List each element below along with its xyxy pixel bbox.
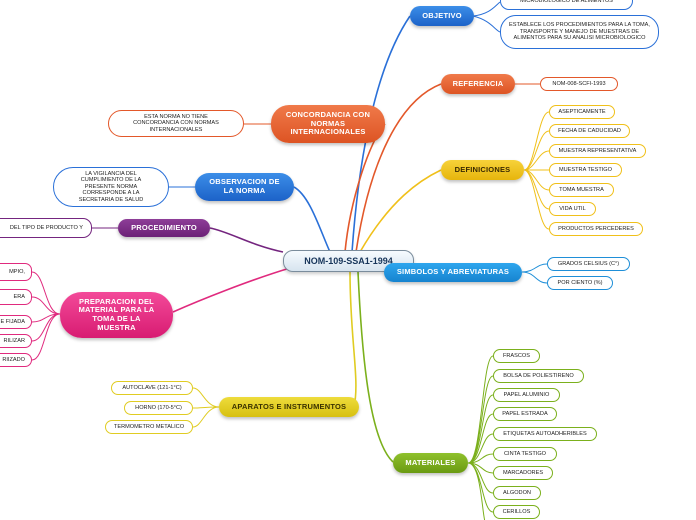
topic-referencia[interactable]: REFERENCIA <box>441 74 515 94</box>
definiciones-item-7[interactable]: PRODUCTOS PERCEDERES <box>549 222 643 236</box>
materiales-item-9[interactable]: CERILLOS <box>493 505 540 519</box>
referencia-item-1[interactable]: NOM-008-SCFI-1993 <box>540 77 618 91</box>
topic-procedimiento[interactable]: PROCEDIMIENTO <box>118 219 210 237</box>
preparacion-item-2[interactable]: ERA <box>0 289 32 305</box>
materiales-item-4[interactable]: PAPEL ESTRADA <box>493 407 557 421</box>
materiales-item-6[interactable]: CINTA TESTIGO <box>493 447 557 461</box>
connector-procedimiento <box>209 227 284 253</box>
definiciones-item-1[interactable]: ASEPTICAMENTE <box>549 105 615 119</box>
preparacion-item-1[interactable]: MPIO, <box>0 263 32 281</box>
simbolos-item-2[interactable]: POR CIENTO (%) <box>547 276 613 290</box>
topic-objetivo[interactable]: OBJETIVO <box>410 6 474 26</box>
topic-definiciones[interactable]: DEFINICIONES <box>441 160 524 180</box>
connector-aparatos-items <box>192 387 220 428</box>
connector-observacion <box>293 186 331 253</box>
materiales-item-7[interactable]: MARCADORES <box>493 466 553 480</box>
simbolos-item-1[interactable]: GRADOS CELSIUS (C°) <box>547 257 630 271</box>
procedimiento-item-1[interactable]: DEL TIPO DE PRODUCTO Y <box>0 218 92 238</box>
topic-preparacion-del-material[interactable]: PREPARACION DEL MATERIAL PARA LA TOMA DE… <box>60 292 173 338</box>
topic-simbolos-y-abreviaturas[interactable]: SIMBOLOS Y ABREVIATURAS <box>384 263 522 282</box>
objetivo-item-2[interactable]: ESTABLECE LOS PROCEDIMIENTOS PARA LA TOM… <box>500 15 659 49</box>
topic-aparatos-e-instrumentos[interactable]: APARATOS E INSTRUMENTOS <box>219 397 359 417</box>
connector-definiciones-items <box>523 111 550 230</box>
connector-materiales-items <box>467 355 494 520</box>
topic-materiales[interactable]: MATERIALES <box>393 453 468 473</box>
materiales-item-2[interactable]: BOLSA DE POLIESTIRENO <box>493 369 584 383</box>
aparatos-item-3[interactable]: TERMOMETRO METALICO <box>105 420 193 434</box>
materiales-item-8[interactable]: ALGODON <box>493 486 541 500</box>
materiales-item-3[interactable]: PAPEL ALUMINIO <box>493 388 560 402</box>
connector-preparacion-items <box>31 271 61 361</box>
definiciones-item-5[interactable]: TOMA MUESTRA <box>549 183 614 197</box>
connector-objetivo-item-1 <box>472 1 501 17</box>
concordancia-item-1[interactable]: ESTA NORMA NO TIENE CONCORDANCIA CON NOR… <box>108 110 244 137</box>
observacion-item-1[interactable]: LA VIGILANCIA DEL CUMPLIMIENTO DE LA PRE… <box>53 167 169 207</box>
definiciones-item-6[interactable]: VIDA UTIL <box>549 202 596 216</box>
connector-preparacion <box>172 267 291 313</box>
preparacion-item-3[interactable]: E FIJADA <box>0 315 32 329</box>
materiales-item-1[interactable]: FRASCOS <box>493 349 540 363</box>
connector-referencia <box>355 83 442 253</box>
connector-definiciones <box>359 169 442 253</box>
definiciones-item-4[interactable]: MUESTRA TESTIGO <box>549 163 622 177</box>
objetivo-item-1[interactable]: MICROBIOLOGICO DE ALIMENTOS <box>500 0 633 10</box>
preparacion-item-5[interactable]: RIIZADO <box>0 353 32 367</box>
aparatos-item-2[interactable]: HORNO (170-5°C) <box>124 401 193 415</box>
connector-objetivo-item-2 <box>472 15 501 33</box>
connector-materiales <box>357 271 394 463</box>
connector-simbolos-items <box>521 263 548 284</box>
central-topic[interactable]: NOM-109-SSA1-1994 <box>283 250 414 272</box>
materiales-item-5[interactable]: ETIQUETAS AUTOADHERIBLES <box>493 427 597 441</box>
aparatos-item-1[interactable]: AUTOCLAVE (121-1°C) <box>111 381 193 395</box>
topic-concordancia-con-normas[interactable]: CONCORDANCIA CON NORMAS INTERNACIONALES <box>271 105 385 143</box>
preparacion-item-4[interactable]: RILIZAR <box>0 334 32 348</box>
topic-observacion-de-la-norma[interactable]: OBSERVACION DE LA NORMA <box>195 173 294 201</box>
connector-aparatos <box>349 271 357 408</box>
definiciones-item-2[interactable]: FECHA DE CADUCIDAD <box>549 124 630 138</box>
definiciones-item-3[interactable]: MUESTRA REPRESENTATIVA <box>549 144 646 158</box>
